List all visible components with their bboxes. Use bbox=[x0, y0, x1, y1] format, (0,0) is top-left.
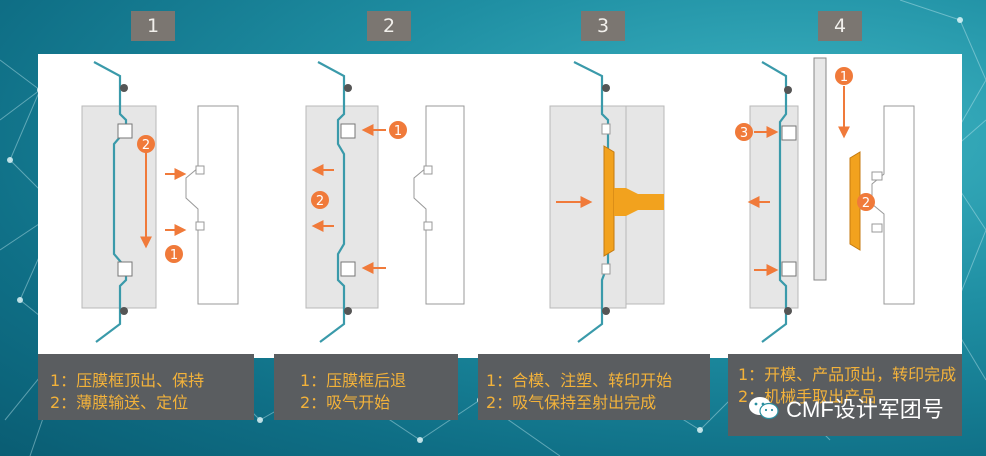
step3-caption: 1：合模、注塑、转印开始 2：吸气保持至射出完成 bbox=[478, 354, 710, 420]
step4-line1: 1：开模、产品顶出，转印完成 bbox=[738, 365, 957, 384]
process-diagram: 2 1 1 2 bbox=[81, 57, 915, 343]
step-badge-4: 4 bbox=[818, 11, 862, 41]
watermark: CMF设计军团号 bbox=[748, 392, 944, 426]
step3-diagram bbox=[549, 61, 665, 343]
step1-caption: 1：压膜框顶出、保持 2：薄膜输送、定位 bbox=[38, 354, 254, 420]
step-badge-2: 2 bbox=[367, 11, 411, 41]
marker-1: 1 bbox=[394, 124, 402, 139]
step-badge-1: 1 bbox=[131, 11, 175, 41]
watermark-text: CMF设计军团号 bbox=[786, 397, 944, 422]
step4-diagram: 1 3 2 bbox=[735, 57, 915, 343]
marker-1: 1 bbox=[170, 248, 178, 263]
step1-line2: 2：薄膜输送、定位 bbox=[50, 393, 189, 412]
marker-2: 2 bbox=[862, 196, 870, 211]
wechat-icon bbox=[749, 397, 779, 420]
step2-caption: 1：压膜框后退 2：吸气开始 bbox=[274, 354, 458, 420]
step3-line1: 1：合模、注塑、转印开始 bbox=[486, 371, 673, 390]
step1-diagram: 2 1 bbox=[81, 61, 239, 343]
step4-caption: 1：开模、产品顶出，转印完成 2：机械手取出产品 bbox=[728, 354, 962, 436]
marker-2: 2 bbox=[316, 194, 324, 209]
step1-line1: 1：压膜框顶出、保持 bbox=[50, 371, 205, 390]
step2-diagram: 1 2 bbox=[305, 61, 465, 343]
step2-line1: 1：压膜框后退 bbox=[300, 371, 407, 390]
step2-line2: 2：吸气开始 bbox=[300, 393, 391, 412]
marker-3: 3 bbox=[740, 126, 748, 141]
step-badge-3: 3 bbox=[581, 11, 625, 41]
marker-2: 2 bbox=[142, 138, 150, 153]
step4-line2: 2：机械手取出产品 bbox=[738, 387, 877, 406]
step3-line2: 2：吸气保持至射出完成 bbox=[486, 393, 657, 412]
diagram-panel: 2 1 1 2 bbox=[38, 54, 962, 358]
marker-1: 1 bbox=[840, 70, 848, 85]
